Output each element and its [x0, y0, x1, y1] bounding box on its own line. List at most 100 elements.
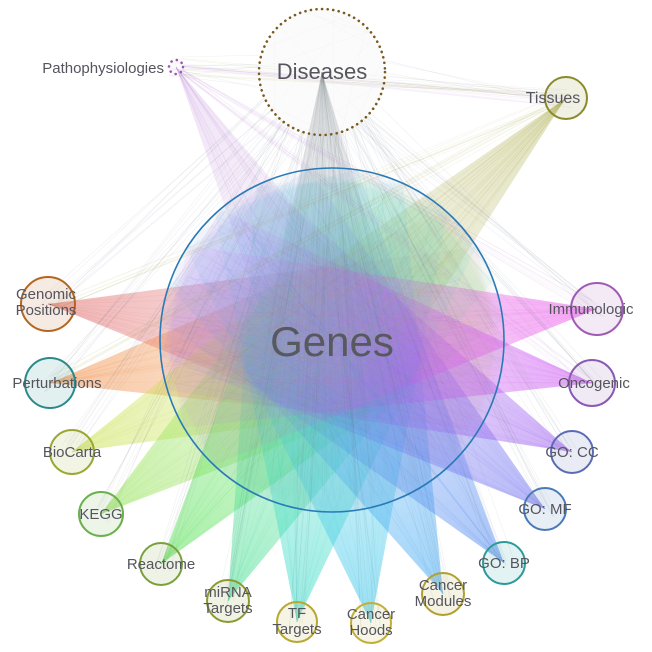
edge — [233, 218, 505, 564]
edge — [182, 69, 589, 384]
edge — [311, 134, 380, 618]
edge — [267, 71, 323, 462]
edge — [57, 117, 279, 387]
edge — [179, 320, 573, 453]
edge — [157, 132, 305, 562]
edge — [56, 99, 266, 303]
edge — [55, 97, 265, 309]
edge — [222, 260, 444, 595]
edge — [181, 70, 600, 305]
node-genomic-positions[interactable] — [20, 276, 76, 332]
edge — [170, 350, 593, 384]
edge — [296, 208, 404, 623]
edge — [191, 249, 573, 453]
edge — [180, 71, 587, 387]
edge — [266, 71, 323, 456]
edge — [301, 71, 323, 479]
node-immunologic[interactable] — [570, 282, 624, 336]
edge — [100, 280, 476, 515]
edge — [358, 122, 595, 380]
edge — [321, 71, 399, 452]
edge — [296, 188, 349, 623]
node-reactome[interactable] — [139, 542, 183, 586]
edge — [100, 198, 363, 515]
edge — [245, 97, 567, 454]
edge — [199, 97, 567, 404]
node-cancer-modules[interactable] — [421, 572, 465, 616]
edge — [274, 29, 276, 114]
edge — [49, 311, 477, 384]
edge — [182, 66, 557, 99]
edge — [172, 382, 573, 453]
edge — [56, 116, 279, 305]
edge — [52, 100, 546, 311]
node-tissues[interactable] — [544, 76, 588, 120]
node-biocarta[interactable] — [49, 429, 95, 475]
edge — [288, 209, 444, 595]
edge — [229, 257, 546, 510]
node-go-bp[interactable] — [482, 541, 526, 585]
node-pathophysiologies[interactable] — [167, 58, 185, 76]
edge — [296, 184, 387, 623]
node-diseases[interactable] — [257, 7, 387, 137]
edge — [367, 114, 573, 460]
edge — [295, 71, 323, 493]
edge — [160, 216, 438, 565]
node-go-mf[interactable] — [523, 487, 567, 531]
genes-circle[interactable] — [159, 167, 505, 513]
edge — [169, 66, 260, 77]
edge — [57, 109, 272, 300]
edge — [178, 69, 546, 93]
edge — [181, 71, 603, 389]
edge — [98, 129, 298, 508]
edge — [45, 125, 290, 393]
edge — [184, 308, 598, 365]
edge — [361, 120, 592, 380]
node-perturbations[interactable] — [24, 357, 76, 409]
node-mirna-targets[interactable] — [206, 579, 250, 623]
edge — [337, 132, 364, 617]
edge — [227, 213, 285, 602]
node-label-kegg: KEGG — [79, 506, 122, 523]
node-kegg[interactable] — [78, 491, 124, 537]
edge — [94, 133, 309, 512]
edge — [260, 230, 298, 623]
edge — [270, 71, 323, 484]
edge — [188, 308, 598, 334]
edge — [207, 246, 593, 384]
edge — [296, 238, 433, 623]
edge — [258, 71, 323, 455]
node-tf-targets[interactable] — [276, 601, 318, 643]
edge — [47, 303, 464, 422]
edge — [182, 65, 557, 105]
edge — [179, 72, 588, 390]
edge — [231, 219, 444, 595]
edge — [168, 131, 302, 572]
edge — [217, 254, 372, 624]
edge — [218, 134, 325, 594]
edge — [301, 71, 323, 494]
edge — [197, 274, 505, 564]
edge — [94, 128, 296, 518]
edge — [253, 215, 573, 453]
edge — [52, 102, 546, 381]
edge — [338, 132, 362, 630]
node-oncogenic[interactable] — [568, 359, 616, 407]
edge — [370, 198, 408, 624]
edge — [321, 71, 431, 465]
edge — [49, 323, 482, 384]
edge — [66, 119, 282, 448]
edge — [288, 182, 298, 623]
node-cancer-hoods[interactable] — [350, 602, 392, 644]
edge — [363, 118, 591, 305]
edge — [259, 30, 370, 70]
edge — [370, 223, 430, 624]
node-go-cc[interactable] — [550, 430, 594, 474]
edge — [376, 102, 595, 319]
edge — [175, 66, 445, 440]
edge — [354, 125, 600, 389]
edge — [336, 132, 507, 562]
edge — [311, 198, 505, 564]
edge — [71, 379, 486, 453]
